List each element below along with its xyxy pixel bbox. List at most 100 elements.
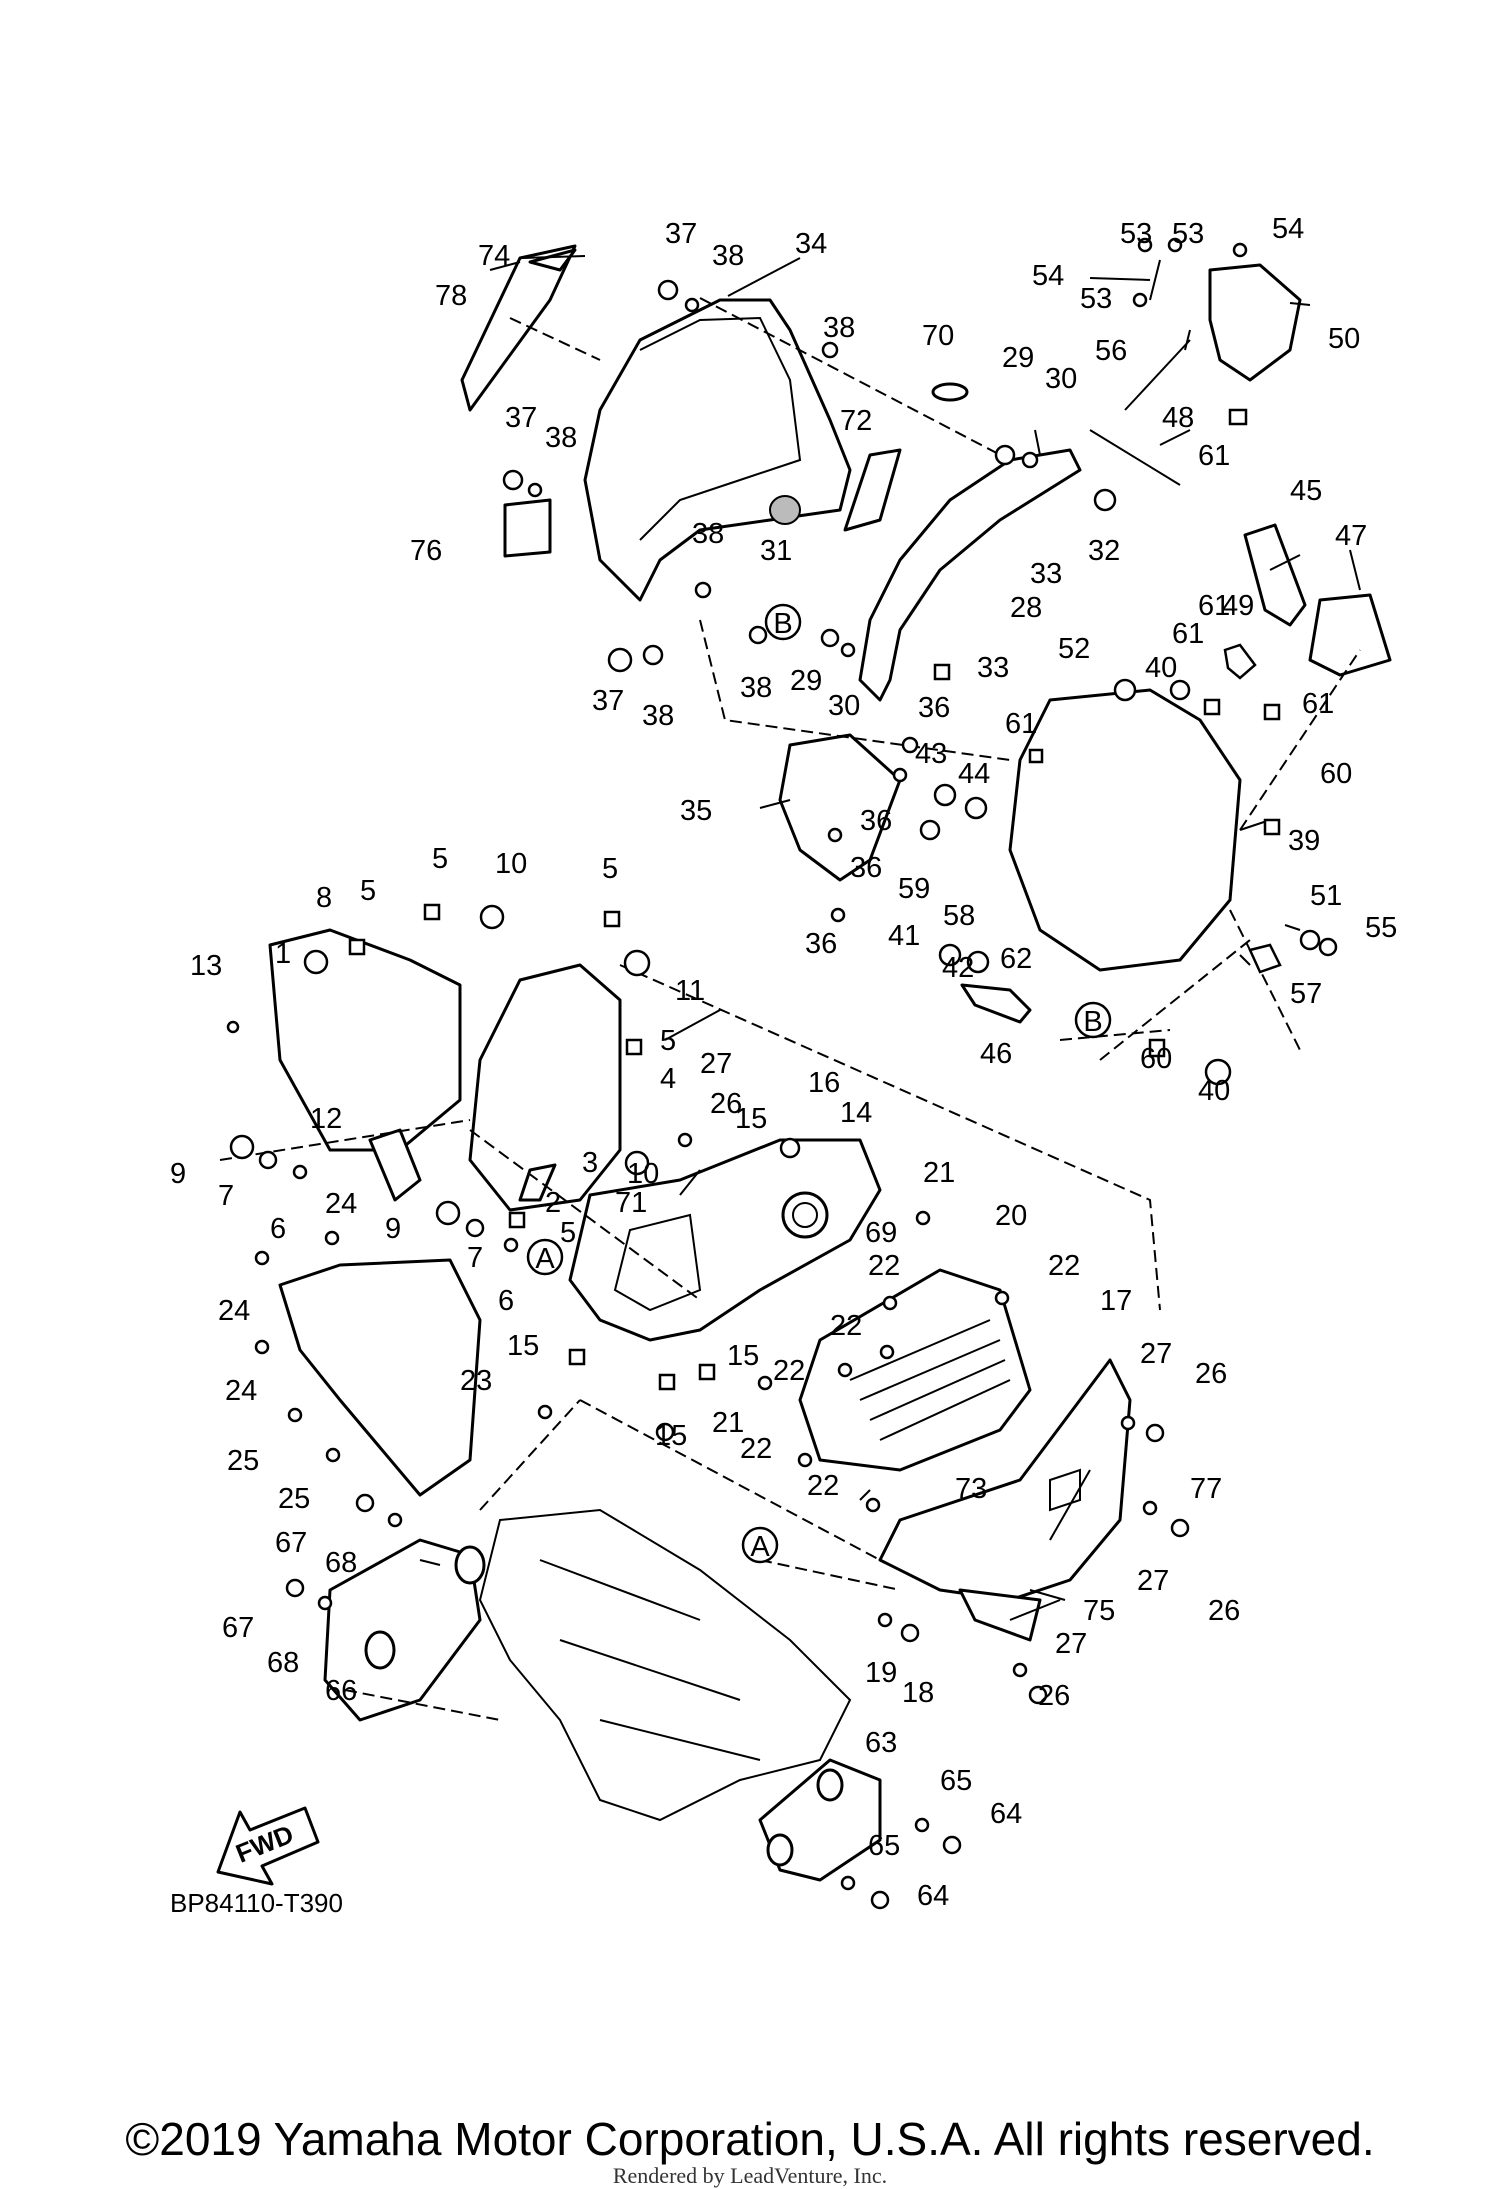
callout-10b: 10 (627, 1158, 659, 1190)
callout-41: 41 (888, 920, 920, 952)
callout-27b: 27 (1140, 1338, 1172, 1370)
callout-39: 39 (1288, 825, 1320, 857)
part-66-guard (323, 1538, 482, 1722)
callout-74: 74 (478, 240, 510, 272)
callout-20: 20 (995, 1200, 1027, 1232)
reference-markers (526, 603, 1112, 1564)
callout-37a: 37 (665, 218, 697, 250)
callout-56: 56 (1095, 335, 1127, 367)
callout-15b: 15 (507, 1330, 539, 1362)
callout-61e: 61 (1005, 708, 1037, 740)
callout-33b: 33 (977, 652, 1009, 684)
callout-53a: 53 (1120, 218, 1152, 250)
callout-64b: 64 (917, 1880, 949, 1912)
part-56-bolt (1124, 339, 1191, 411)
callout-15a: 15 (735, 1103, 767, 1135)
callout-61b: 61 (1198, 440, 1230, 472)
ref-circle-b-lower (1074, 1001, 1112, 1039)
callout-16: 16 (808, 1067, 840, 1099)
callouts: 1 2 3 4 5 5 5 5 5 6 6 7 7 8 9 9 10 10 11… (170, 213, 1397, 1912)
callout-29b: 29 (790, 665, 822, 697)
part-69-emblem (781, 1191, 829, 1239)
callout-8: 8 (316, 882, 332, 914)
rendered-by-credit: Rendered by LeadVenture, Inc. (612, 2163, 888, 2188)
callout-10a: 10 (495, 848, 527, 880)
part-20-grille (798, 1268, 1032, 1472)
part-34-inner-line (639, 316, 802, 541)
callout-76: 76 (410, 535, 442, 567)
callout-26c: 26 (1208, 1595, 1240, 1627)
callout-1: 1 (275, 938, 291, 970)
callout-64a: 64 (990, 1798, 1022, 1830)
assembly-lines (219, 297, 1361, 1721)
callout-37c: 37 (592, 685, 624, 717)
callout-59: 59 (898, 873, 930, 905)
callout-2: 2 (545, 1187, 561, 1219)
part-28-inner-panel (858, 448, 1082, 702)
callout-32: 32 (1088, 535, 1120, 567)
callout-78: 78 (435, 280, 467, 312)
callout-3: 3 (582, 1147, 598, 1179)
callout-42: 42 (942, 952, 974, 984)
callout-26b: 26 (1195, 1358, 1227, 1390)
ref-circle-b-upper (764, 603, 802, 641)
callout-38a: 38 (712, 240, 744, 272)
callout-22f: 22 (807, 1470, 839, 1502)
callout-70: 70 (922, 320, 954, 352)
callout-33a: 33 (1030, 558, 1062, 590)
part-frame-members (539, 1559, 761, 1761)
part-45-band (1243, 523, 1307, 627)
part-shapes (268, 244, 1392, 1882)
callout-60a: 60 (1320, 758, 1352, 790)
part-70-disc (931, 382, 969, 402)
callout-44: 44 (958, 758, 990, 790)
callout-17: 17 (1100, 1285, 1132, 1317)
fwd-arrow: FWD (216, 1806, 320, 1886)
callout-36d: 36 (805, 928, 837, 960)
callout-38d: 38 (692, 518, 724, 550)
callout-69: 69 (865, 1217, 897, 1249)
callout-23: 23 (460, 1365, 492, 1397)
callout-14: 14 (840, 1097, 872, 1129)
part-34-upper-cowl (583, 298, 852, 602)
callout-52: 52 (1058, 633, 1090, 665)
callout-27a: 27 (700, 1048, 732, 1080)
callout-24b: 24 (218, 1295, 250, 1327)
callout-55: 55 (1365, 912, 1397, 944)
callout-54a: 54 (1272, 213, 1304, 245)
callout-62: 62 (1000, 943, 1032, 975)
diagram-code: BP84110-T390 (170, 1888, 343, 1918)
callout-68a: 68 (325, 1547, 357, 1579)
callout-34: 34 (795, 228, 827, 260)
callout-25b: 25 (278, 1483, 310, 1515)
callout-54b: 54 (1032, 260, 1064, 292)
part-72-sticker (843, 448, 902, 532)
callout-12: 12 (310, 1103, 342, 1135)
callout-58: 58 (943, 900, 975, 932)
part-76-sticker (503, 498, 552, 558)
callout-53b: 53 (1172, 218, 1204, 250)
callout-9b: 9 (385, 1213, 401, 1245)
part-14-center-cowl (568, 1138, 882, 1342)
callout-57: 57 (1290, 978, 1322, 1010)
callout-25a: 25 (227, 1445, 259, 1477)
ref-label-a-lower: A (750, 1531, 770, 1563)
callout-50: 50 (1328, 323, 1360, 355)
part-66-boss-2 (364, 1630, 396, 1670)
callout-36b: 36 (860, 805, 892, 837)
callout-47: 47 (1335, 520, 1367, 552)
callout-65a: 65 (940, 1765, 972, 1797)
callout-65b: 65 (868, 1830, 900, 1862)
part-63-boss (816, 1768, 844, 1802)
part-20-grille-lines (849, 1319, 1011, 1441)
callout-24c: 24 (225, 1375, 257, 1407)
callout-37b: 37 (505, 402, 537, 434)
callout-46: 46 (980, 1038, 1012, 1070)
callout-7b: 7 (467, 1242, 483, 1274)
ref-circle-a-lower (741, 1526, 779, 1564)
part-74-strip (528, 248, 577, 272)
callout-60b: 60 (1140, 1043, 1172, 1075)
part-75-cover (958, 1588, 1042, 1642)
part-77-sticker (1049, 1468, 1081, 1512)
callout-19: 19 (865, 1657, 897, 1689)
